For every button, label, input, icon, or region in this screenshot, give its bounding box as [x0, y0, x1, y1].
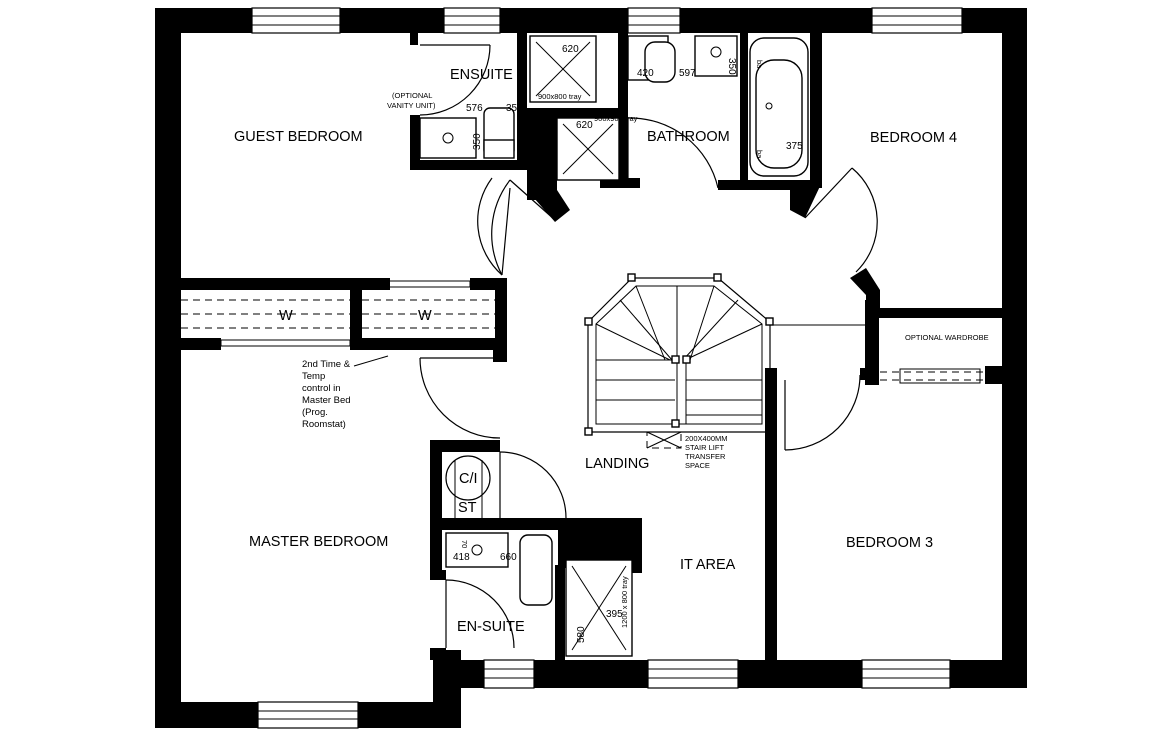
heating-note-line-2: Temp — [302, 371, 325, 382]
dim-en-suite-tray-side: 395 — [606, 609, 623, 620]
window-guest-bedroom — [251, 7, 341, 34]
room-label-bedroom-3: BEDROOM 3 — [846, 535, 933, 551]
room-label-master-bedroom: MASTER BEDROOM — [249, 534, 388, 550]
window-ensuite — [443, 7, 501, 34]
heating-note-arrow — [353, 355, 389, 367]
wardrobe-label-2: W — [418, 308, 432, 324]
vanity-note-line-2: VANITY UNIT) — [387, 101, 436, 110]
wardrobe-2: W — [362, 280, 495, 329]
notes: (OPTIONAL VANITY UNIT) 2nd Time & Temp c… — [302, 91, 728, 470]
dim-ensuite-tray-width: 620 — [562, 44, 579, 55]
stair-lift-note-line-2: STAIR LIFT — [685, 443, 724, 452]
stair-lift-note-line-4: SPACE — [685, 461, 710, 470]
dim-en-suite-wc: 660 — [500, 552, 517, 563]
cupboard-label-cylinder: C/I — [459, 471, 478, 487]
heating-note-line-6: Roomstat) — [302, 419, 346, 430]
optional-wardrobe: OPTIONAL WARDROBE — [880, 333, 1002, 384]
room-labels: GUEST BEDROOM ENSUITE BATHROOM BEDROOM 4… — [234, 67, 957, 635]
dim-bathroom-tray-width: 620 — [576, 120, 593, 131]
optional-wardrobe-label: OPTIONAL WARDROBE — [905, 333, 989, 342]
room-label-landing: LANDING — [585, 456, 649, 472]
heating-note-line-4: Master Bed — [302, 395, 351, 406]
room-label-bathroom: BATHROOM — [647, 129, 730, 145]
window-en-suite — [483, 659, 535, 689]
stair-lift-note-line-1: 200X400MM — [685, 434, 728, 443]
window-bedroom-3 — [861, 659, 951, 689]
wardrobe-label-1: W — [279, 308, 293, 324]
bath-mark-2: ba — [755, 150, 764, 159]
window-master-bedroom — [257, 701, 359, 729]
dim-bath-basin-b: 597 — [679, 68, 696, 79]
vanity-note-line-1: (OPTIONAL — [392, 91, 432, 100]
dim-en-suite-tray-depth: 580 — [576, 626, 587, 643]
dim-en-suite-basin-depth: 70 — [460, 540, 469, 548]
bath-mark-1: ba — [755, 60, 764, 69]
room-label-ensuite: ENSUITE — [450, 67, 513, 83]
doors — [419, 44, 878, 649]
dim-bathroom-tray-label: 900x900 tray — [594, 114, 638, 123]
dim-ensuite-basin-depth: 350 — [472, 133, 483, 150]
heating-note-line-5: (Prog. — [302, 407, 328, 418]
wardrobe-1: W — [181, 299, 351, 347]
bathroom-fixtures — [556, 35, 809, 181]
room-label-guest-bedroom: GUEST BEDROOM — [234, 129, 363, 145]
cupboard-label-store: ST — [458, 500, 477, 516]
windows — [251, 7, 963, 729]
en-suite-fixtures — [445, 532, 633, 657]
heating-note-line-3: control in — [302, 383, 341, 394]
dim-en-suite-tray-label: 1200 x 800 tray — [620, 576, 629, 628]
room-label-it-area: IT AREA — [680, 557, 736, 573]
heating-note-line-1: 2nd Time & — [302, 359, 351, 370]
dim-ensuite-basin: 576 — [466, 103, 483, 114]
room-label-bedroom-4: BEDROOM 4 — [870, 130, 957, 146]
ensuite-fixtures — [419, 35, 597, 159]
dimension-labels: 620 900x800 tray 576 358 350 620 900x900… — [453, 44, 803, 643]
dim-bath-end: 375 — [786, 141, 803, 152]
window-bathroom — [627, 7, 681, 34]
stair-lift-space — [646, 431, 682, 449]
cylinder-cupboard — [445, 455, 491, 518]
dim-bath-basin-a: 420 — [637, 68, 654, 79]
window-bedroom-4 — [871, 7, 963, 34]
dim-ensuite-wc: 358 — [506, 103, 523, 114]
dim-ensuite-tray-label: 900x800 tray — [538, 92, 582, 101]
room-label-en-suite: EN-SUITE — [457, 619, 525, 635]
staircase — [584, 273, 774, 436]
dim-en-suite-basin: 418 — [453, 552, 470, 563]
window-it-area — [647, 659, 739, 689]
stair-lift-note-line-3: TRANSFER — [685, 452, 726, 461]
dim-bath-basin-depth: 350 — [726, 58, 737, 75]
